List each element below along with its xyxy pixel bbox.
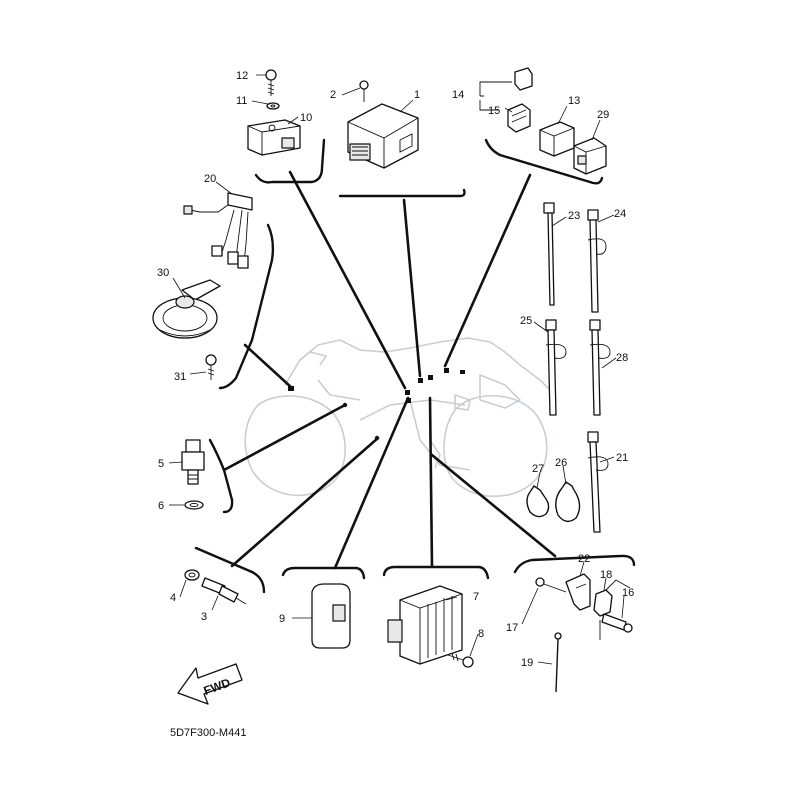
callout-20: 20	[204, 173, 216, 185]
callout-9: 9	[279, 613, 285, 625]
callout-2: 2	[330, 89, 336, 101]
callout-25: 25	[520, 315, 532, 327]
part-9-cover	[311, 583, 351, 649]
part-15-fuse	[507, 103, 531, 133]
part-21-cable-tie	[587, 431, 609, 533]
callout-17: 17	[506, 622, 518, 634]
callout-31: 31	[174, 371, 186, 383]
part-8-bolt	[447, 652, 474, 668]
part-6-gasket	[184, 500, 204, 510]
callout-23: 23	[568, 210, 580, 222]
part-12-screw	[265, 69, 277, 96]
callout-24: 24	[614, 208, 626, 220]
diagram-code: 5D7F300-M441	[170, 727, 246, 739]
callout-numbers: 12 11 10 2 1 14 15 13 29 20 30 31 5 6 4 …	[157, 70, 634, 669]
callout-28: 28	[616, 352, 628, 364]
callout-21: 21	[616, 452, 628, 464]
part-31-bolt	[205, 354, 217, 380]
callout-12: 12	[236, 70, 248, 82]
callout-6: 6	[158, 500, 164, 512]
callout-1: 1	[414, 89, 420, 101]
leader-lines	[222, 170, 557, 570]
forward-direction-arrow: FWD	[177, 663, 243, 705]
callout-3: 3	[201, 611, 207, 623]
part-25-cable-tie	[545, 319, 567, 416]
part-30-horn	[152, 279, 221, 339]
callout-7: 7	[473, 591, 479, 603]
part-13-relay	[539, 121, 575, 157]
callout-8: 8	[478, 628, 484, 640]
callout-13: 13	[568, 95, 580, 107]
part-16-screw	[599, 613, 633, 640]
part-2-bolt	[359, 80, 369, 102]
callout-leaders	[168, 74, 625, 665]
part-28-cable-tie	[589, 319, 611, 416]
part-11-washer	[266, 102, 280, 110]
part-19-cable-tie	[554, 632, 562, 693]
callout-16: 16	[622, 587, 634, 599]
part-20-wire-harness	[183, 192, 253, 269]
part-7-rectifier-regulator	[387, 585, 463, 665]
callout-27: 27	[532, 463, 544, 475]
part-14-fuse-holder	[479, 67, 533, 111]
part-18-sensor	[593, 579, 631, 617]
part-26-clip	[555, 481, 581, 523]
callout-10: 10	[300, 112, 312, 124]
callout-11: 11	[236, 95, 247, 107]
callout-5: 5	[158, 458, 164, 470]
callout-19: 19	[521, 657, 533, 669]
part-27-clip	[526, 485, 550, 518]
part-3-switch	[201, 577, 247, 605]
callout-18: 18	[600, 569, 612, 581]
part-22-bracket	[565, 573, 591, 611]
callout-29: 29	[597, 109, 609, 121]
part-24-cable-tie	[587, 209, 607, 313]
part-23-cable-tie	[543, 202, 555, 306]
callout-15: 15	[488, 105, 500, 117]
callout-26: 26	[555, 457, 567, 469]
part-29-relay	[573, 137, 607, 175]
part-5-sensor	[181, 439, 205, 485]
part-4-washer	[184, 569, 200, 581]
part-1-cdi-unit	[347, 103, 419, 169]
callout-22: 22	[578, 553, 590, 565]
part-10-relay	[247, 119, 301, 156]
callout-14: 14	[452, 89, 464, 101]
callout-30: 30	[157, 267, 169, 279]
grouping-brackets	[194, 138, 636, 594]
callout-4: 4	[170, 592, 176, 604]
part-17-bolt	[535, 577, 567, 593]
